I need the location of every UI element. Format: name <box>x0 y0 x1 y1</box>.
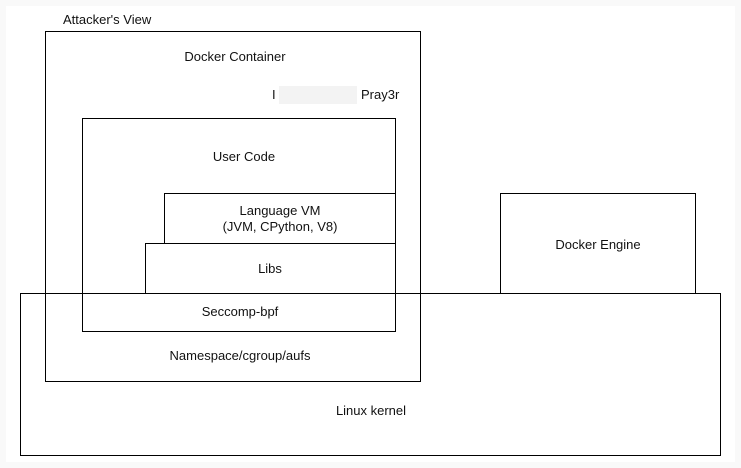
linux-kernel-label: Linux kernel <box>335 403 407 418</box>
attackers-view-title: Attacker's View <box>63 12 152 27</box>
libs-box <box>145 243 396 294</box>
redaction-mark <box>279 86 357 104</box>
docker-engine-box <box>500 193 696 294</box>
seccomp-label: Seccomp-bpf <box>201 304 279 319</box>
libs-label: Libs <box>258 261 282 276</box>
user-code-label: User Code <box>212 149 276 164</box>
author-prefix: I <box>272 87 276 102</box>
author-label: Pray3r <box>361 87 400 102</box>
language-vm-sublabel: (JVM, CPython, V8) <box>222 219 338 234</box>
language-vm-label: Language VM <box>239 203 321 218</box>
namespace-label: Namespace/cgroup/aufs <box>169 348 311 363</box>
docker-container-label: Docker Container <box>184 49 286 64</box>
docker-engine-label: Docker Engine <box>555 237 641 252</box>
diagram-sheet <box>6 6 735 462</box>
docker-container-box <box>45 31 421 382</box>
